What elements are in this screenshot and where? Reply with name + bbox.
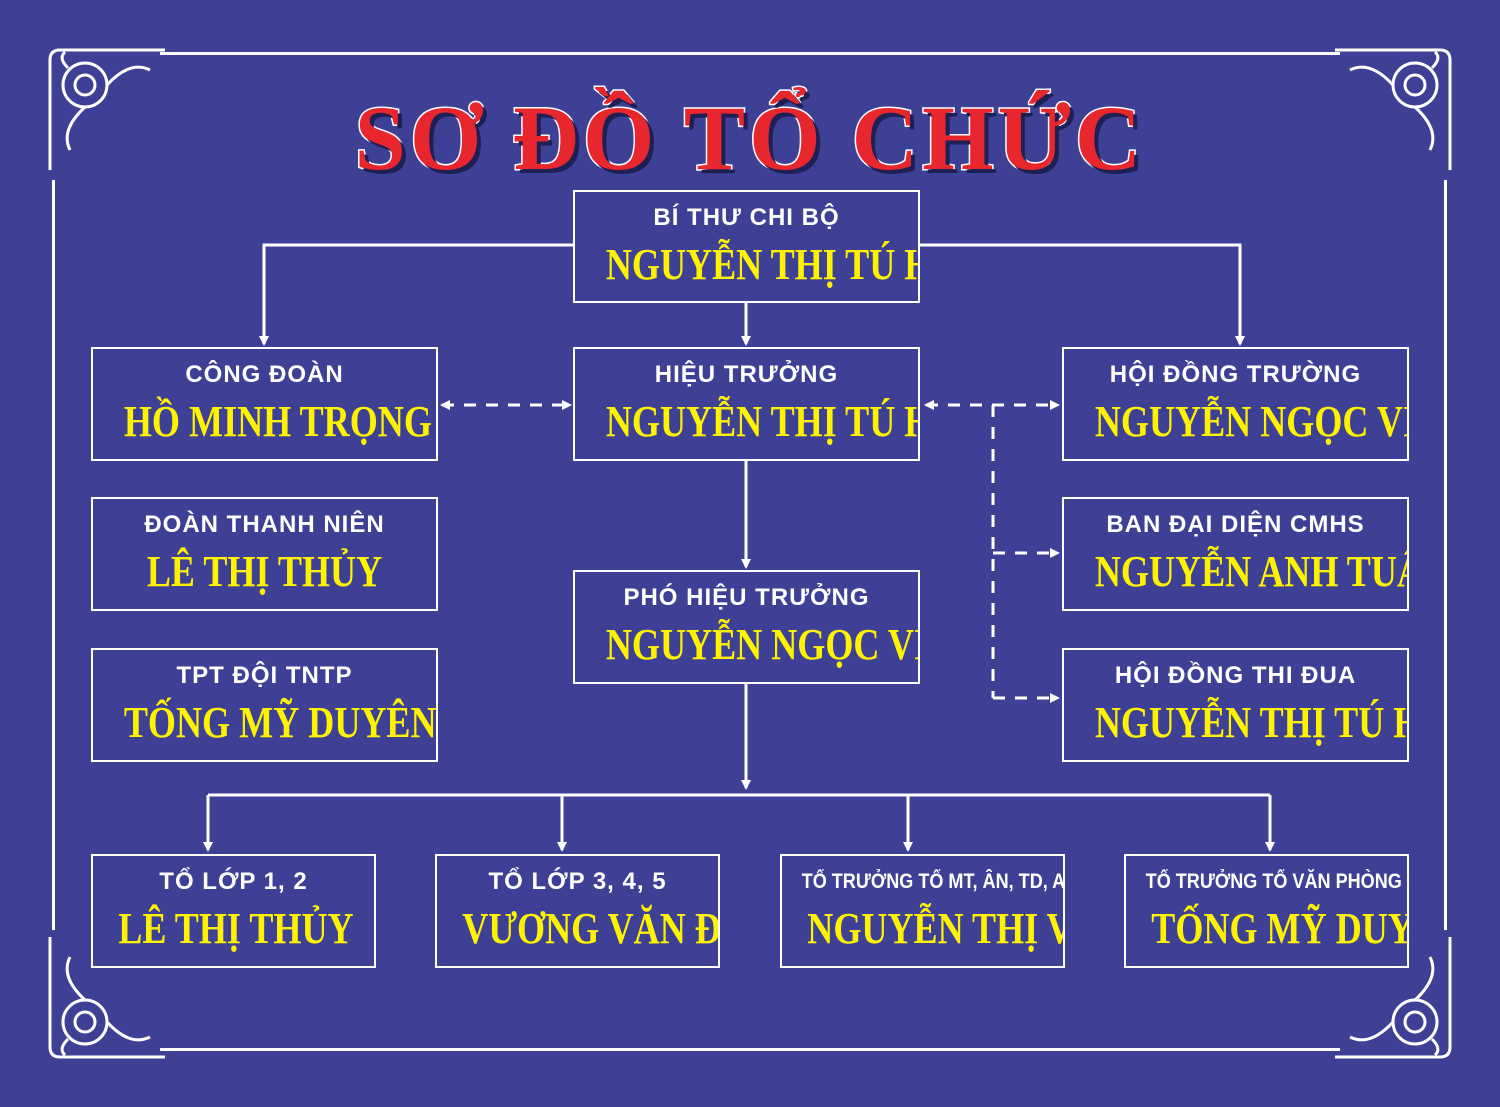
node-doan-thanh-nien: ĐOÀN THANH NIÊN LÊ THỊ THỦY bbox=[91, 497, 438, 611]
node-role: HIỆU TRƯỞNG bbox=[654, 361, 839, 388]
node-name: NGUYỄN ANH TUẤN bbox=[1094, 547, 1407, 596]
node-role: HỘI ĐỒNG THI ĐUA bbox=[1114, 662, 1357, 689]
node-role: HỘI ĐỒNG TRƯỜNG bbox=[1109, 361, 1362, 388]
node-hoi-dong-truong: HỘI ĐỒNG TRƯỜNG NGUYỄN NGỌC VINH bbox=[1062, 347, 1409, 461]
corner-ornament-icon bbox=[48, 937, 165, 1059]
node-role: TỔ TRƯỞNG TỔ VĂN PHÒNG bbox=[1145, 870, 1402, 893]
corner-ornament-icon bbox=[1335, 937, 1452, 1059]
node-tpt-doi: TPT ĐỘI TNTP TỐNG MỸ DUYÊN bbox=[91, 648, 438, 762]
node-role: TỔ LỚP 1, 2 bbox=[159, 868, 308, 895]
node-role: CÔNG ĐOÀN bbox=[185, 361, 344, 388]
node-role: TỔ TRƯỞNG TỔ MT, ÂN, TD, AV, TH bbox=[801, 870, 1064, 893]
node-bi-thu: BÍ THƯ CHI BỘ NGUYỄN THỊ TÚ HOA bbox=[573, 190, 920, 303]
node-name: LÊ THỊ THỦY bbox=[146, 547, 383, 596]
node-name: HỒ MINH TRỌNG bbox=[123, 397, 432, 446]
node-role: BÍ THƯ CHI BỘ bbox=[653, 204, 840, 231]
node-ban-dai-dien: BAN ĐẠI DIỆN CMHS NGUYỄN ANH TUẤN bbox=[1062, 497, 1409, 611]
node-name: NGUYỄN THỊ TÚ HOA bbox=[605, 240, 918, 289]
frame-left-line bbox=[52, 180, 55, 930]
node-role: ĐOÀN THANH NIÊN bbox=[144, 511, 385, 538]
node-name: NGUYỄN NGỌC VINH bbox=[1094, 397, 1407, 446]
node-to-mt: TỔ TRƯỞNG TỔ MT, ÂN, TD, AV, TH NGUYỄN T… bbox=[780, 854, 1065, 968]
node-name: VƯƠNG VĂN ĐỨC bbox=[462, 904, 720, 953]
node-role: BAN ĐẠI DIỆN CMHS bbox=[1106, 511, 1365, 538]
node-pho-hieu-truong: PHÓ HIỆU TRƯỞNG NGUYỄN NGỌC VINH bbox=[573, 570, 920, 684]
frame-right-line bbox=[1444, 180, 1447, 930]
connector-bithu-hoidong bbox=[920, 243, 1245, 346]
frame-bottom-line bbox=[160, 1048, 1340, 1051]
node-name: NGUYỄN THỊ VUI bbox=[807, 904, 1063, 953]
corner-ornament-icon bbox=[48, 48, 165, 170]
node-role: PHÓ HIỆU TRƯỞNG bbox=[623, 584, 870, 611]
node-role: TỔ LỚP 3, 4, 5 bbox=[488, 868, 667, 895]
node-name: NGUYỄN THỊ TÚ HOA bbox=[1094, 698, 1407, 747]
connector-bithu-congdoan bbox=[259, 243, 573, 346]
node-name: NGUYỄN NGỌC VINH bbox=[605, 620, 918, 669]
node-hoi-dong-thi-dua: HỘI ĐỒNG THI ĐUA NGUYỄN THỊ TÚ HOA bbox=[1062, 648, 1409, 762]
node-name: TỐNG MỸ DUYÊN bbox=[1151, 904, 1407, 953]
corner-ornament-icon bbox=[1335, 48, 1452, 170]
node-cong-doan: CÔNG ĐOÀN HỒ MINH TRỌNG bbox=[91, 347, 438, 461]
node-name: TỐNG MỸ DUYÊN bbox=[123, 698, 437, 747]
node-role: TPT ĐỘI TNTP bbox=[176, 662, 353, 689]
node-hieu-truong: HIỆU TRƯỞNG NGUYỄN THỊ TÚ HOA bbox=[573, 347, 920, 461]
node-name: NGUYỄN THỊ TÚ HOA bbox=[605, 397, 918, 446]
node-to-lop-12: TỔ LỚP 1, 2 LÊ THỊ THỦY bbox=[91, 854, 376, 968]
node-name: LÊ THỊ THỦY bbox=[118, 904, 354, 953]
node-to-lop-345: TỔ LỚP 3, 4, 5 VƯƠNG VĂN ĐỨC bbox=[435, 854, 720, 968]
page-title: SƠ ĐỒ TỔ CHỨC bbox=[353, 87, 1146, 190]
node-to-van-phong: TỔ TRƯỞNG TỔ VĂN PHÒNG TỐNG MỸ DUYÊN bbox=[1124, 854, 1409, 968]
frame-top-line bbox=[160, 52, 1340, 55]
